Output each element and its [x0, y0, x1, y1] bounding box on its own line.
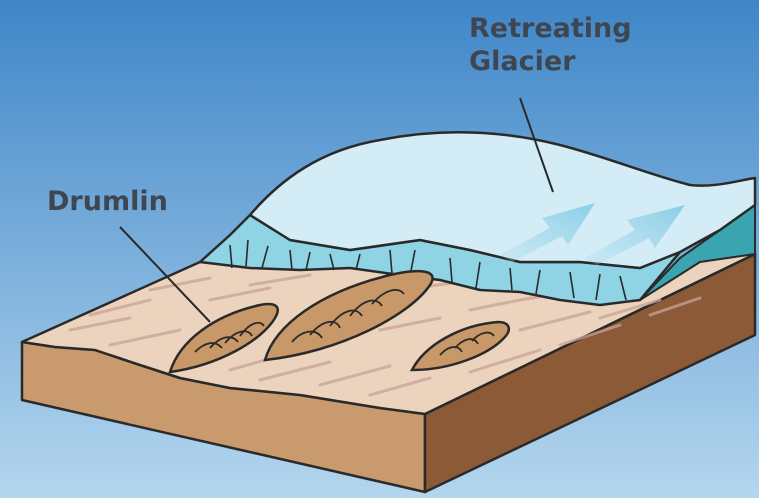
glacier-label-line2: Glacier	[469, 45, 632, 78]
glacier-label: Retreating Glacier	[469, 12, 632, 78]
drumlin-label: Drumlin	[47, 185, 168, 218]
glacier-label-line1: Retreating	[469, 12, 632, 45]
